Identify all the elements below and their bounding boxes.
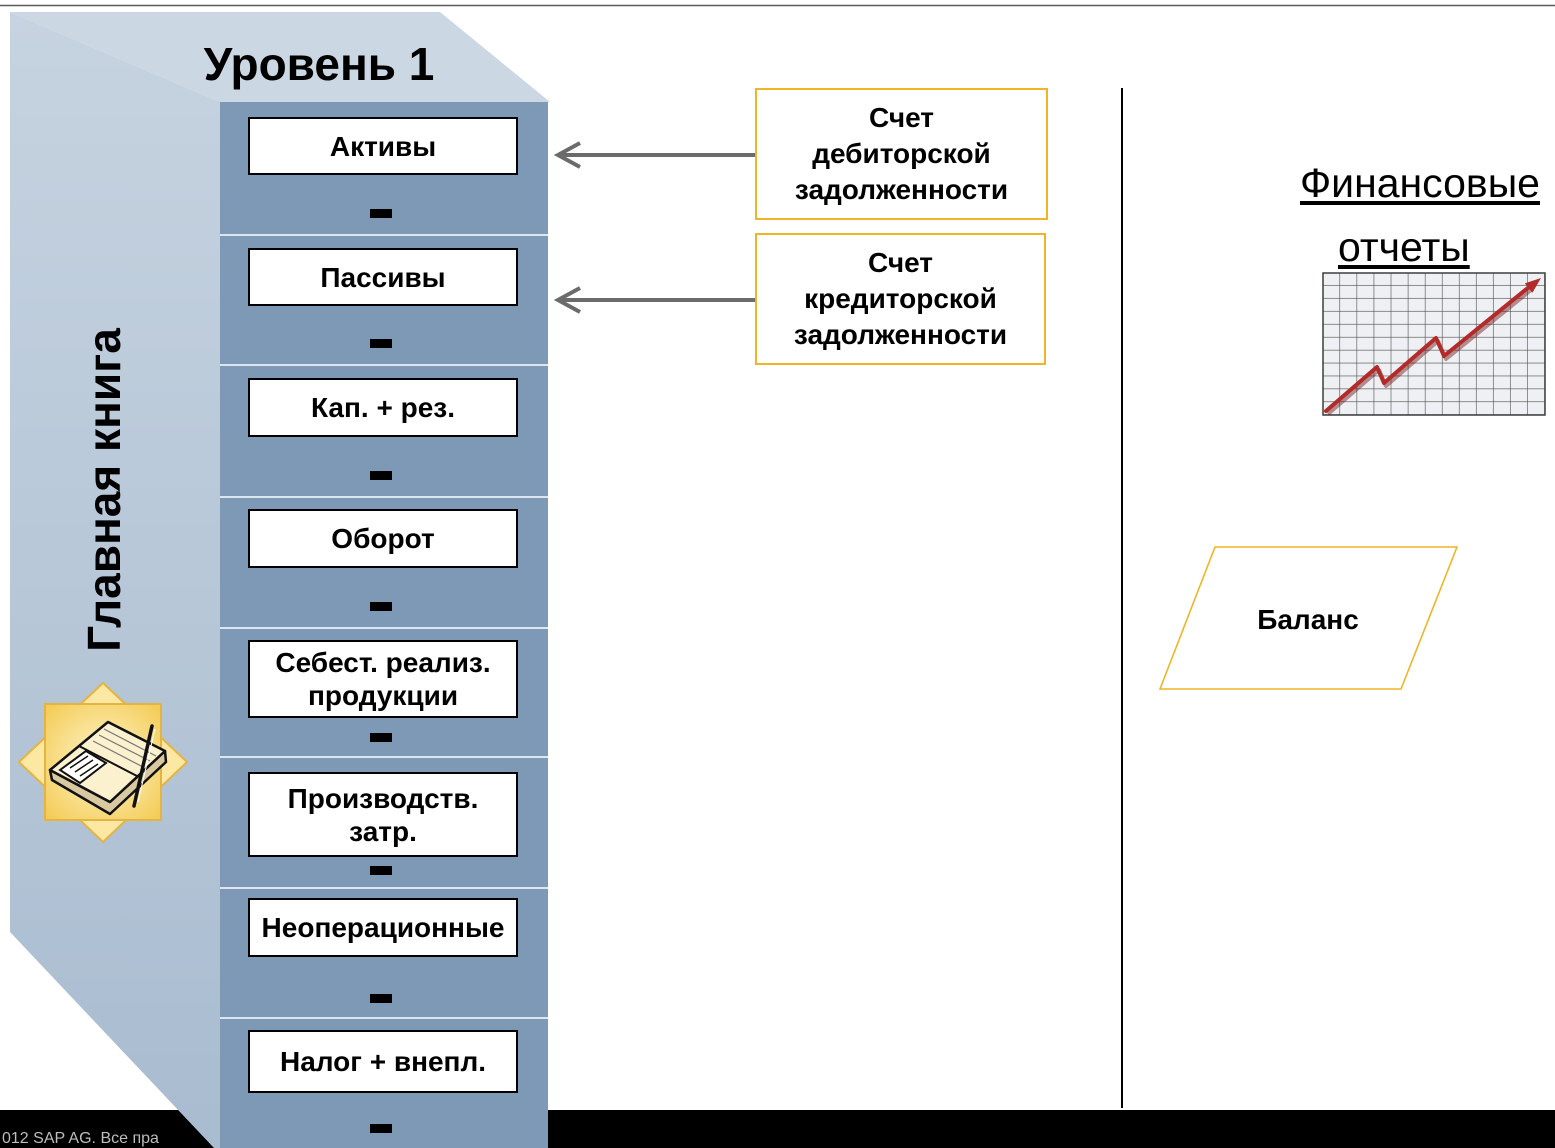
- pen: [132, 724, 154, 808]
- arrow-head: [553, 286, 581, 314]
- trend-line-shadow: [1326, 288, 1533, 416]
- calculator-keys: [69, 755, 99, 777]
- account-group-cost-of-sales: Себест. реализ. продукции: [248, 640, 518, 718]
- account-group-revenue: Оборот: [248, 509, 518, 568]
- receivables-account-box: Счет дебиторской задолженности: [755, 88, 1048, 220]
- account-group-liabilities: Пассивы: [248, 248, 518, 306]
- balance-label: Баланс: [1257, 604, 1359, 635]
- balance-shape: [1158, 546, 1459, 690]
- chart-trend-icon: [1322, 272, 1546, 416]
- account-group-label: Кап. + рез.: [311, 392, 455, 423]
- account-label-line: задолженности: [793, 319, 1008, 350]
- cabinet-top-face: [10, 12, 550, 102]
- trend-line: [1324, 285, 1531, 413]
- account-group-label: Оборот: [331, 523, 435, 554]
- account-group-label: Себест. реализ.: [275, 647, 491, 678]
- arrow-left-icon: [553, 286, 755, 314]
- account-label-line: задолженности: [794, 174, 1009, 205]
- level-title: Уровень 1: [203, 38, 435, 90]
- account-group-assets: Активы: [248, 117, 518, 175]
- account-group-equity: Кап. + рез.: [248, 378, 518, 437]
- account-group-label: продукции: [307, 680, 459, 711]
- arrow-left-icon: [553, 141, 755, 169]
- chart-grid: [1322, 272, 1546, 416]
- minus-icon: [370, 602, 392, 611]
- account-group-production-costs: Производств. затр.: [248, 772, 518, 857]
- account-label-line: Счет: [868, 102, 935, 133]
- account-group-non-operating: Неоперационные: [248, 898, 518, 957]
- cabinet-dividers: [220, 234, 548, 1019]
- account-group-label: Активы: [329, 130, 437, 162]
- account-group-tax: Налог + внепл.: [248, 1030, 518, 1093]
- trend-arrowhead: [1524, 278, 1541, 293]
- book-spine: [78, 745, 138, 777]
- account-label-line: Счет: [867, 247, 934, 278]
- copyright-text: 012 SAP AG. Все пра: [2, 1130, 159, 1147]
- minus-icon: [370, 339, 392, 348]
- account-group-label: Пассивы: [320, 261, 446, 293]
- account-group-label: Производств.: [287, 782, 479, 814]
- minus-icon: [370, 209, 392, 218]
- minus-icon: [370, 994, 392, 1003]
- reports-title-line: отчеты: [1338, 224, 1470, 270]
- account-label-line: кредиторской: [804, 283, 997, 314]
- account-label-line: дебиторской: [812, 138, 991, 169]
- account-group-label: затр.: [349, 815, 417, 847]
- minus-icon: [370, 1124, 392, 1133]
- cabinet-left-face: [10, 12, 220, 1148]
- reports-title-line: Финансовые: [1300, 160, 1540, 206]
- minus-icon: [370, 866, 392, 875]
- account-group-label: Неоперационные: [261, 912, 505, 943]
- ledger-title: Главная книга: [78, 328, 130, 652]
- ledger-book-icon: [17, 681, 189, 844]
- minus-icon: [370, 733, 392, 742]
- minus-icon: [370, 471, 392, 480]
- pen-highlight: [137, 728, 156, 803]
- account-group-label: Налог + внепл.: [279, 1046, 487, 1077]
- arrow-head: [553, 141, 581, 169]
- payables-account-box: Счет кредиторской задолженности: [755, 233, 1046, 365]
- minus-separators: [370, 209, 392, 1133]
